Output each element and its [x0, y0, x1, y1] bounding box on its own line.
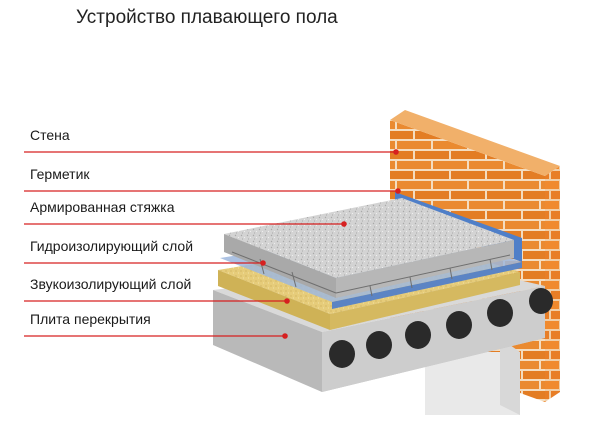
label-screed: Армированная стяжка	[30, 199, 175, 215]
slab-hollow-cores	[329, 288, 553, 368]
label-slab: Плита перекрытия	[30, 311, 151, 327]
leader-lines	[24, 149, 401, 339]
label-wall: Стена	[30, 127, 70, 143]
reinforcement-mesh	[231, 251, 511, 297]
soundproofing-layer-front	[330, 272, 520, 330]
screed-top	[224, 198, 514, 278]
label-waterproofing: Гидроизолирующий слой	[30, 238, 194, 254]
waterproofing-layer-edge	[332, 262, 522, 309]
label-sealant: Герметик	[30, 166, 90, 182]
slab-support-side	[500, 338, 520, 415]
soundproofing-layer-left	[218, 270, 330, 330]
diagram-title: Устройство плавающего пола	[76, 7, 338, 28]
slab-support	[425, 352, 520, 415]
floor-slab-left	[213, 290, 322, 392]
wall-top-face	[390, 110, 560, 176]
wall-end-face	[545, 166, 560, 402]
label-soundproofing: Звукоизолирующий слой	[30, 276, 192, 292]
